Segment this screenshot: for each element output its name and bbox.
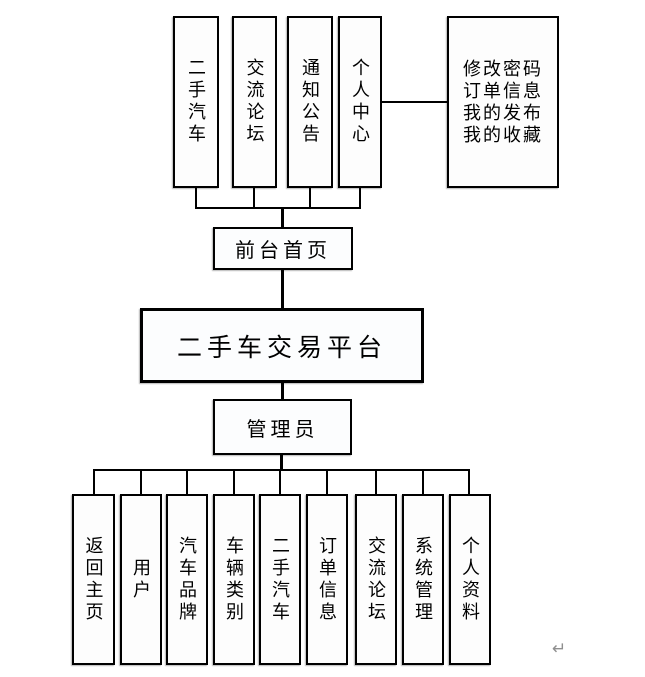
connector-stub-bottom-3: [186, 469, 188, 494]
paragraph-return-mark: ↵: [552, 639, 567, 659]
connector-stub-bottom-5: [279, 469, 281, 494]
connector-stub-top-2: [253, 188, 255, 209]
admin-module-box-return-home: 返回主页: [72, 494, 115, 665]
connector-stub-bottom-7: [375, 469, 377, 494]
admin-module-box-used-car: 二手汽车: [259, 494, 301, 665]
front-module-box-forum: 交流论坛: [232, 16, 277, 188]
admin-module-box-vehicle-category: 车辆类别: [213, 494, 255, 665]
platform-root-box: 二手车交易平台: [140, 308, 424, 383]
admin-module-box-user: 用户: [120, 494, 162, 665]
personal-center-submenu-box: 修改密码 订单信息 我的发布 我的收藏: [447, 16, 559, 188]
connector-stub-top-1: [195, 188, 197, 209]
connector-stub-top-3: [309, 188, 311, 209]
connector-trunk-admin-to-bus: [280, 455, 283, 471]
connector-trunk-bus-to-home: [281, 207, 284, 228]
connector-trunk-home-to-platform: [281, 270, 284, 309]
connector-stub-bottom-1: [93, 469, 95, 494]
front-module-box-used-car: 二手汽车: [173, 16, 219, 188]
front-home-box: 前台首页: [213, 227, 353, 270]
connector-stub-bottom-6: [326, 469, 328, 494]
admin-module-box-order-info: 订单信息: [306, 494, 348, 665]
admin-module-box-profile: 个人资料: [449, 494, 491, 665]
connector-stub-bottom-4: [233, 469, 235, 494]
connector-stub-bottom-2: [140, 469, 142, 494]
front-module-box-personal-center: 个人中心: [338, 16, 382, 188]
admin-module-box-system-management: 系统管理: [402, 494, 444, 665]
admin-module-box-forum: 交流论坛: [355, 494, 397, 665]
connector-trunk-platform-to-admin: [281, 382, 284, 400]
connector-bus-bottom: [93, 469, 470, 471]
connector-stub-bottom-9: [468, 469, 470, 494]
connector-personal-center-to-submenu: [382, 101, 447, 103]
connector-stub-bottom-8: [422, 469, 424, 494]
admin-module-box-car-brand: 汽车品牌: [166, 494, 208, 665]
front-module-box-notice: 通知公告: [287, 16, 333, 188]
connector-stub-top-4: [359, 188, 361, 209]
admin-box: 管理员: [213, 399, 352, 455]
connector-bus-top: [195, 207, 361, 209]
